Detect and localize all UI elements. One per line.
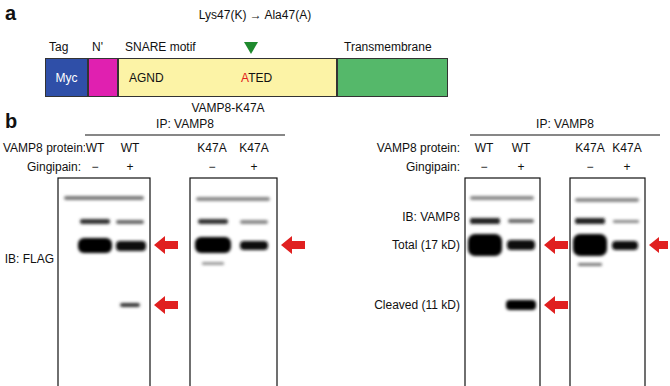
blot-label: Cleaved (11 kD) xyxy=(373,298,461,312)
blot-label: WT xyxy=(511,141,532,155)
sequence-text: ATED xyxy=(241,71,272,85)
domain-heading: Transmembrane xyxy=(344,40,432,54)
blot-label: VAMP8 protein: xyxy=(376,141,461,155)
blot-label: IB: FLAG xyxy=(4,252,55,266)
blot-label: + xyxy=(516,160,525,174)
domain-heading: SNARE motif xyxy=(125,40,196,54)
group-line xyxy=(85,134,285,135)
blot-label: K47A xyxy=(611,141,642,155)
blot-label: IP: VAMP8 xyxy=(155,117,215,131)
blot-label: − xyxy=(90,160,99,174)
blot-label: WT xyxy=(474,141,495,155)
blot-label: K47A xyxy=(238,141,269,155)
blot-label: − xyxy=(585,160,594,174)
panel-letter: a xyxy=(4,2,17,24)
blot-label: IP: VAMP8 xyxy=(535,117,595,131)
mutation-label: Lys47(K) → Ala47(A) xyxy=(198,8,312,22)
blot-image xyxy=(570,178,645,386)
blot-image xyxy=(465,178,540,386)
blot-image xyxy=(58,178,150,386)
mutation-marker xyxy=(244,42,258,54)
blot-label: K47A xyxy=(196,141,227,155)
blot-label: VAMP8 protein: xyxy=(2,141,87,155)
domain-heading: Tag xyxy=(49,40,68,54)
tag-domain: TagMyc xyxy=(45,58,88,97)
domain-heading: N' xyxy=(92,40,103,54)
panel-letter: b xyxy=(4,110,18,132)
sequence-text: Myc xyxy=(56,71,78,85)
blot-label: IB: VAMP8 xyxy=(401,210,461,224)
blot-label: K47A xyxy=(574,141,605,155)
n-terminal-domain: N' xyxy=(88,58,118,97)
blot-label: + xyxy=(622,160,631,174)
band-arrow xyxy=(154,236,668,314)
construct-name: VAMP8-K47A xyxy=(190,101,265,115)
blot-label: WT xyxy=(120,141,141,155)
blot-label: + xyxy=(249,160,258,174)
blot-label: Gingipain: xyxy=(405,160,461,174)
transmembrane-domain: Transmembrane xyxy=(337,58,448,97)
group-line xyxy=(470,134,660,135)
blot-image xyxy=(190,178,277,386)
blot-label: − xyxy=(207,160,216,174)
blot-label: WT xyxy=(85,141,106,155)
blot-label: Gingipain: xyxy=(26,160,82,174)
blot-label: − xyxy=(479,160,488,174)
blot-label: Total (17 kD) xyxy=(391,238,461,252)
snare-domain: SNARE motifAGNDATED xyxy=(118,58,337,97)
blot-label: + xyxy=(125,160,134,174)
sequence-text: AGND xyxy=(129,71,164,85)
